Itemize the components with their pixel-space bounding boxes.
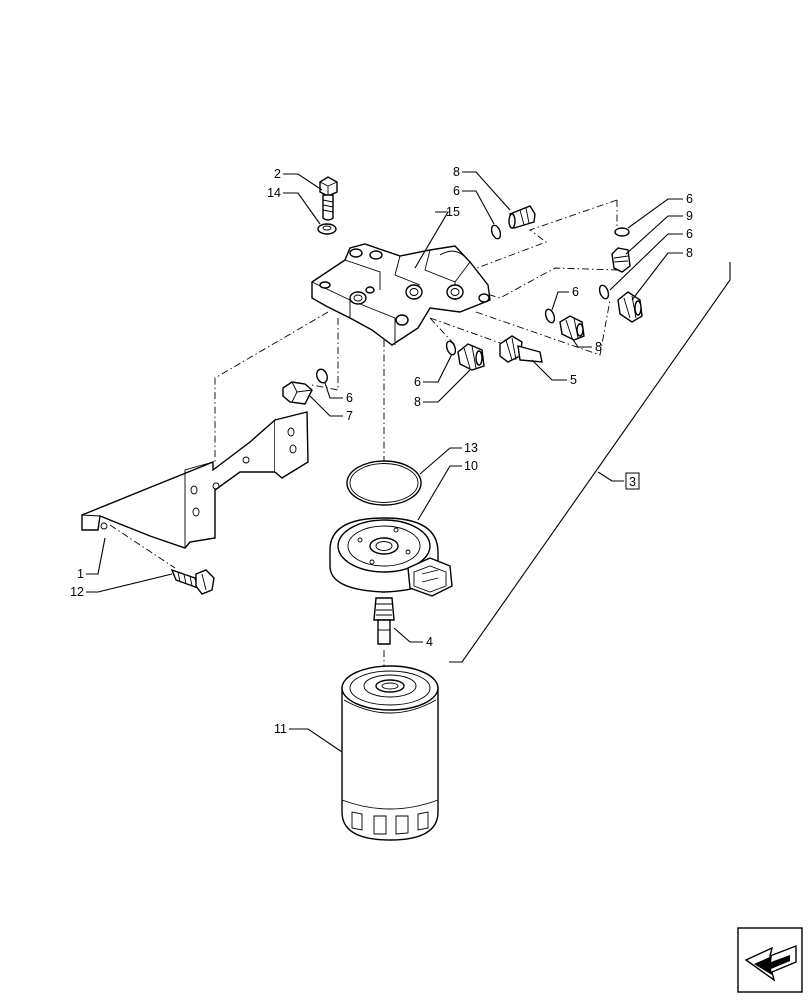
fitting-part-8-right [617, 291, 643, 323]
sensor-part-5 [499, 335, 543, 363]
callout-15: 15 [446, 205, 460, 219]
callout-8-right: 8 [686, 246, 693, 260]
bolt-part-12 [170, 568, 215, 595]
callout-1: 1 [77, 567, 84, 581]
callout-6-mid: 6 [572, 285, 579, 299]
callout-2: 2 [274, 167, 281, 181]
o-ring-part-6-mid [544, 308, 556, 324]
callout-5: 5 [570, 373, 577, 387]
callout-8-lower: 8 [414, 395, 421, 409]
callout-11: 11 [274, 722, 287, 736]
callout-13: 13 [464, 441, 478, 455]
callout-12: 12 [70, 585, 84, 599]
callout-6-right-a: 6 [686, 192, 693, 206]
fitting-part-8-top [508, 205, 536, 229]
callout-3: 3 [629, 475, 636, 489]
filter-head-part-10 [329, 517, 453, 597]
callout-6-left: 6 [346, 391, 353, 405]
seal-ring-part-13 [346, 460, 422, 506]
o-ring-part-6-right-top [614, 227, 630, 237]
bracket-part-1 [81, 411, 309, 549]
callout-6-lower: 6 [414, 375, 421, 389]
callout-4: 4 [426, 635, 433, 649]
callout-8-top: 8 [453, 165, 460, 179]
callout-6-top: 6 [453, 184, 460, 198]
reference-bracket-line [449, 262, 731, 663]
valve-housing-part-15 [311, 243, 491, 346]
washer-part-14 [317, 223, 337, 235]
callout-8-mid: 8 [595, 340, 602, 354]
callout-10: 10 [464, 459, 478, 473]
o-ring-part-6-left [316, 368, 328, 384]
leader-lines [86, 171, 683, 753]
o-ring-part-6-right-mid [598, 284, 610, 300]
fitting-part-8-lower [457, 343, 485, 371]
o-ring-part-6-top [490, 224, 502, 240]
bolt-part-2 [319, 176, 338, 221]
next-page-arrow-icon[interactable] [737, 927, 803, 993]
callout-9: 9 [686, 209, 693, 223]
group-reference-box: 3 [625, 472, 640, 490]
o-ring-part-6-lower [445, 340, 457, 356]
callout-6-right-b: 6 [686, 227, 693, 241]
nipple-part-4 [373, 597, 395, 645]
callout-14: 14 [267, 186, 281, 200]
callout-labels: 2 14 8 6 15 6 9 6 8 6 8 5 6 8 6 7 13 10 … [70, 165, 693, 736]
plug-part-7 [282, 381, 313, 405]
oil-filter-part-11 [341, 665, 439, 841]
plug-part-9 [611, 247, 631, 273]
fitting-part-8-mid [559, 315, 585, 341]
callout-7: 7 [346, 409, 353, 423]
